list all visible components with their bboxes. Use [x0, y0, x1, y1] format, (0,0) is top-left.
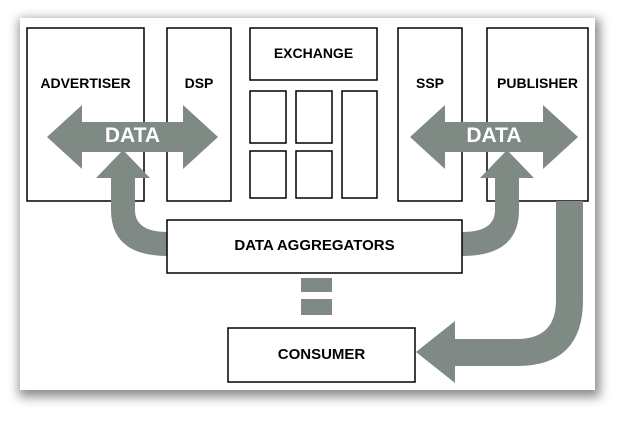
exchange-cell: [295, 150, 333, 199]
publisher-label: PUBLISHER: [497, 75, 578, 91]
connector-bar-top: [301, 278, 332, 292]
exchange-cell: [249, 90, 287, 144]
right-aggregator-arrow: [462, 150, 534, 256]
exchange-header-box: [249, 27, 378, 81]
consumer-label: CONSUMER: [277, 346, 366, 363]
data-aggregators-box: [166, 219, 463, 274]
ssp-label: SSP: [415, 75, 444, 91]
left-data-arrow: [47, 105, 218, 169]
publisher-to-consumer-arrow: [416, 201, 583, 383]
right-data-label: DATA: [466, 124, 522, 147]
left-data-label: DATA: [104, 124, 161, 147]
dsp-label: DSP: [184, 75, 214, 91]
exchange-tall-cell: [341, 90, 378, 199]
exchange-label: EXCHANGE: [273, 45, 354, 61]
connector-bar-bottom: [301, 299, 332, 315]
data-aggregators-label: DATA AGGREGATORS: [234, 237, 395, 254]
advertiser-label: ADVERTISER: [40, 75, 131, 91]
left-aggregator-arrow: [96, 150, 168, 256]
exchange-cell: [295, 90, 333, 144]
consumer-box: [227, 327, 416, 383]
exchange-cell: [249, 150, 287, 199]
right-data-arrow: [410, 105, 578, 169]
ssp-box: [397, 27, 463, 202]
dsp-box: [166, 27, 232, 202]
